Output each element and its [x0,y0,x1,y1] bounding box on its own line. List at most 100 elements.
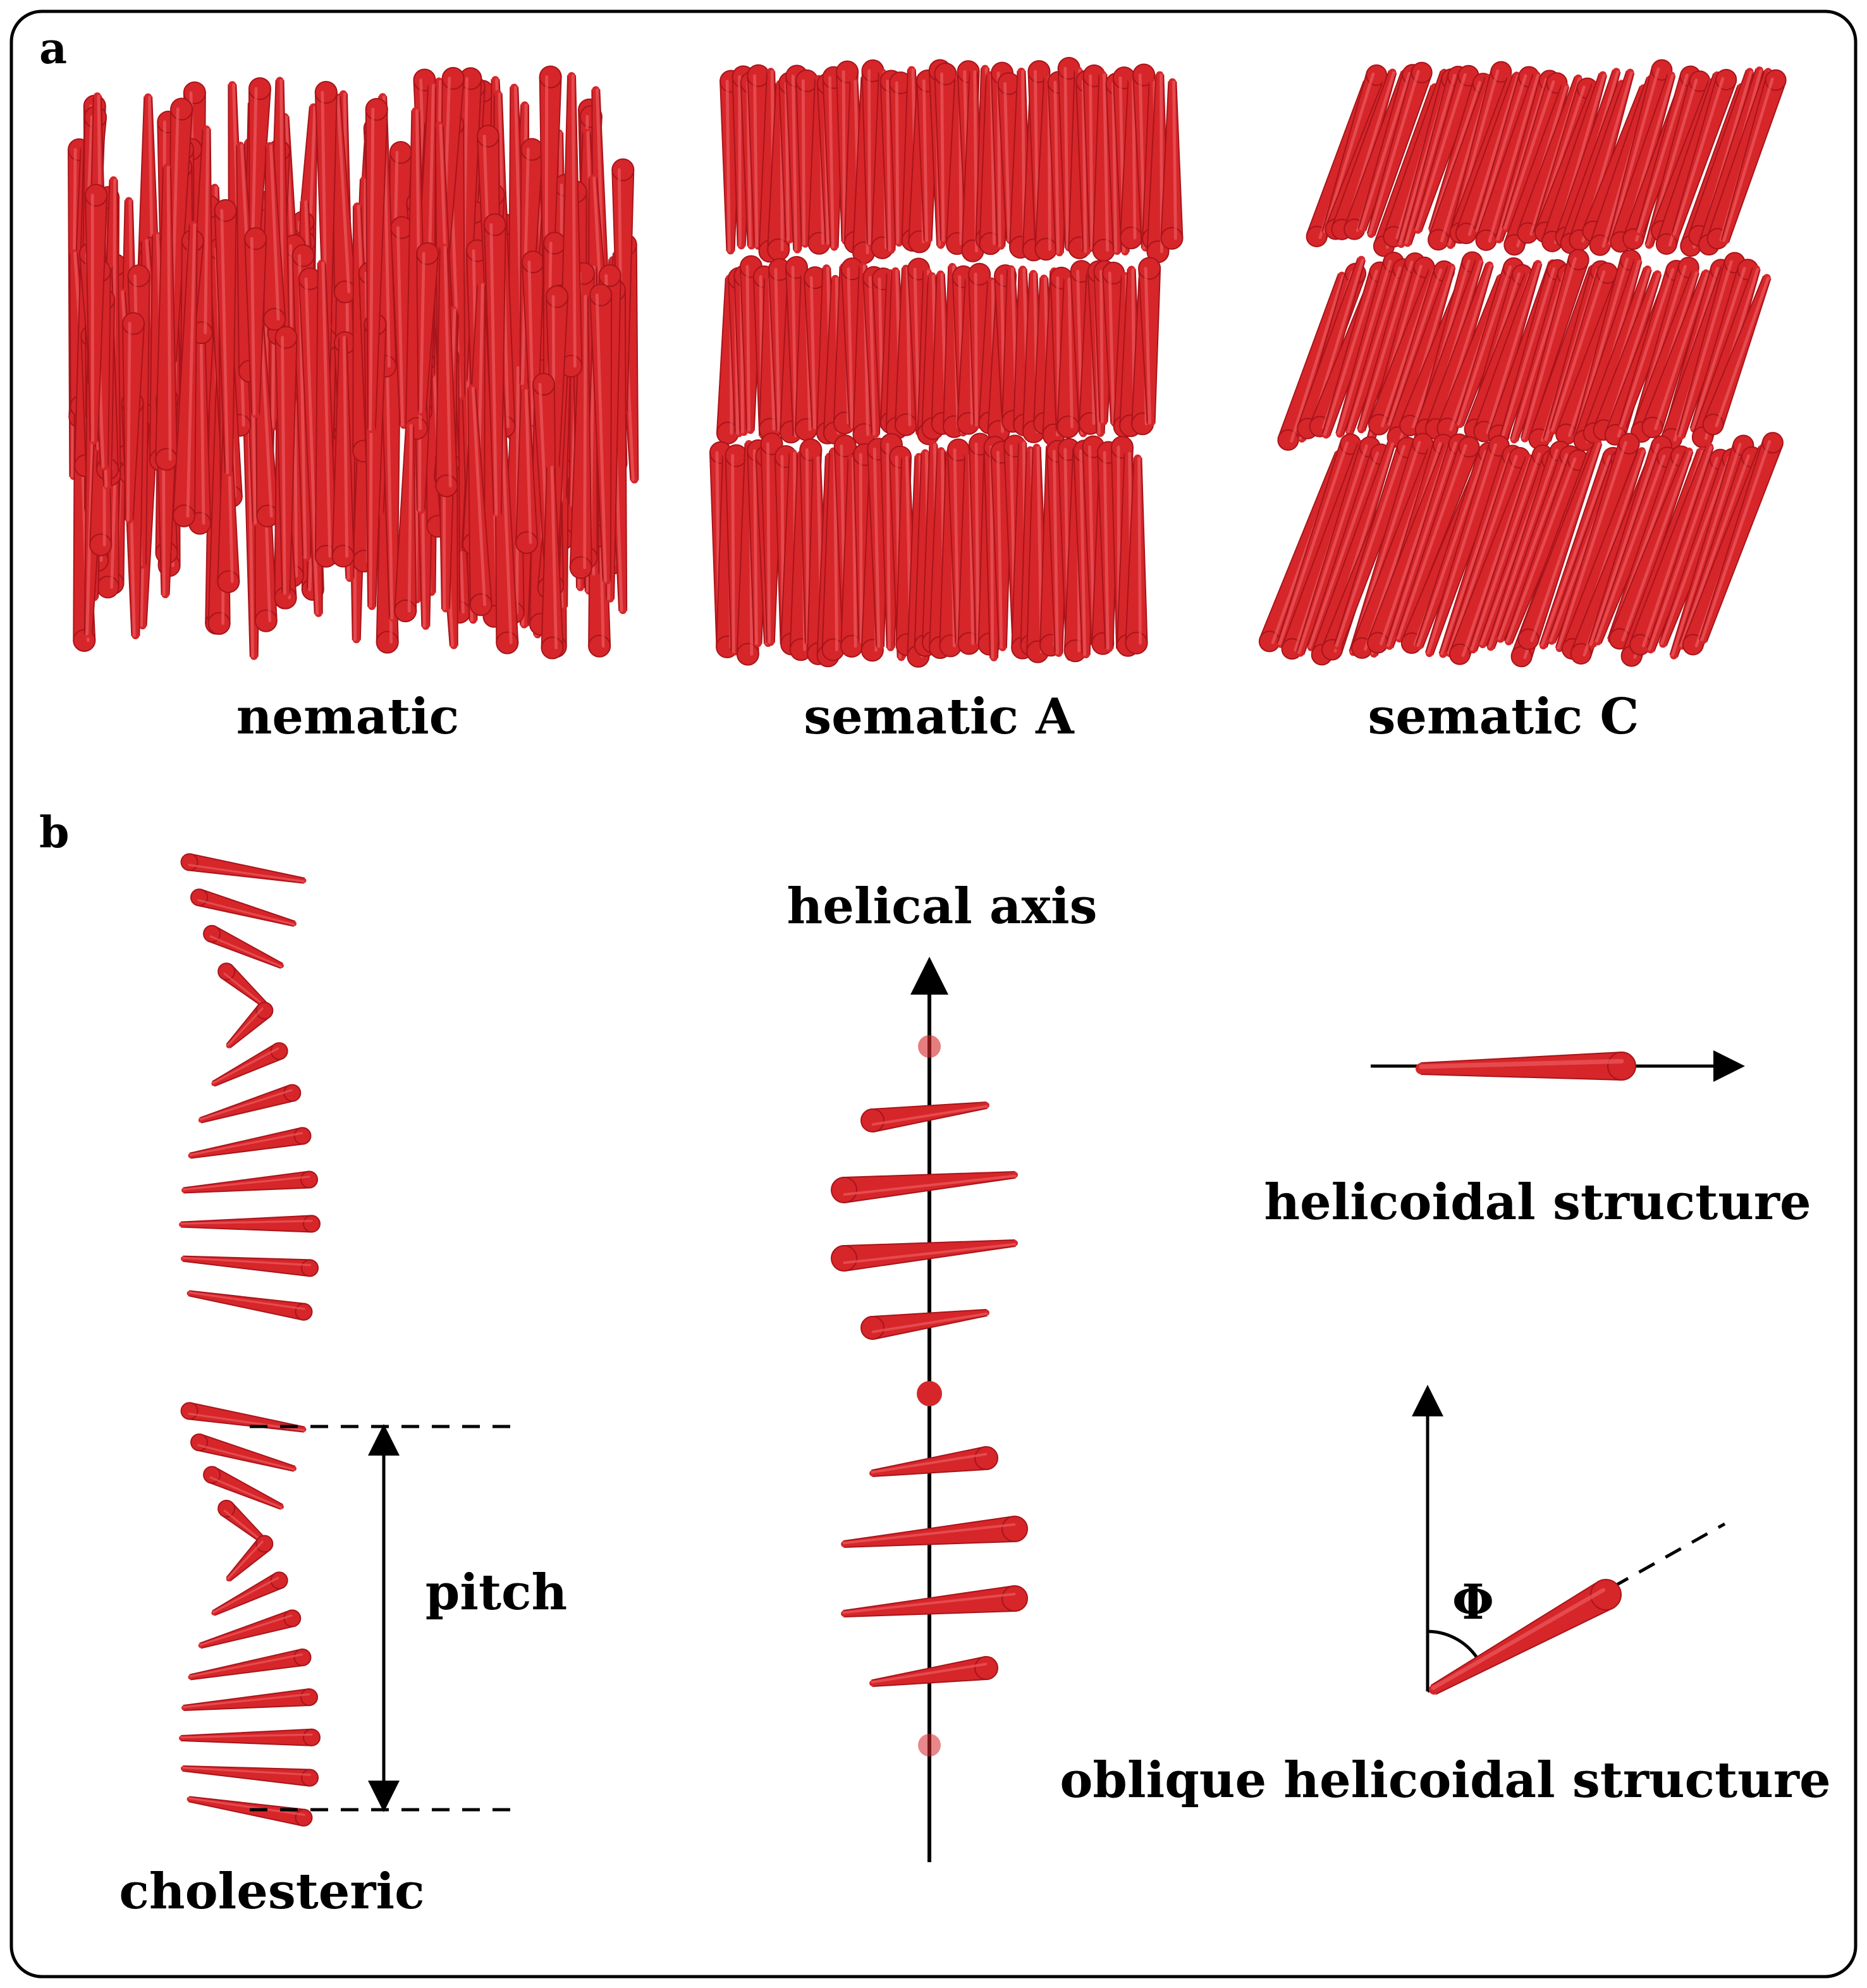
smectic-c-rod [1699,432,1784,644]
nematic-rod [314,81,338,330]
label-oblique-helicoidal-structure: oblique helicoidal structure [1060,1752,1830,1809]
helix-rod [831,1170,1018,1204]
helix-rod-end-on [917,1381,942,1406]
cholesteric-rod [203,924,284,969]
smectic-a-rod [1138,257,1161,427]
smectic-c-rod [1395,436,1480,643]
smectic-a-rod [725,444,748,656]
smectic-a-rod [1092,71,1115,262]
cholesteric-rod [179,1215,321,1233]
panel-label-b: b [39,807,70,858]
nematic-rod [541,463,564,660]
cholesteric-rod [211,1571,288,1616]
smectic-a-rod [1125,454,1148,654]
smectic-a-phase-rods [709,57,1184,668]
label-phi: Φ [1452,1574,1494,1630]
smectic-c-rod [1475,71,1541,251]
nematic-rod [263,142,286,331]
cholesteric-rod [198,1609,302,1649]
cholesteric-rod [187,1796,313,1827]
panel-label-a: a [39,23,67,74]
nematic-rod [331,333,355,568]
cholesteric-rod [203,1466,284,1510]
nematic-rod [365,97,388,434]
nematic-rod [214,199,237,477]
smectic-c-rod [1720,69,1787,245]
helical-axis-rods [831,1035,1028,1757]
nematic-rod [155,163,178,471]
smectic-c-rod [1455,71,1521,245]
cholesteric-rod [180,1255,319,1277]
helix-rod [869,1655,998,1688]
smectic-a-rod [1160,78,1184,250]
smectic-c-rod [1671,68,1737,238]
nematic-rod [589,283,613,585]
label-helical-axis: helical axis [787,878,1097,935]
smectic-c-rod [1517,439,1603,650]
nematic-rod [172,221,198,527]
smectic-c-rod [1608,447,1694,650]
helix-rod-end-on [918,1035,941,1058]
nematic-rod [467,384,493,617]
helix-rod [860,1101,989,1133]
cholesteric-rod [188,1127,312,1159]
cholesteric-rod [180,853,307,884]
cholesteric-rod [187,1290,313,1321]
helix-rod [841,1515,1028,1549]
cholesteric-rods [179,853,321,1827]
nematic-rod [394,422,417,623]
cholesteric-rod [188,1648,312,1681]
caption-nematic: nematic [236,688,460,746]
helix-rod [841,1585,1028,1618]
cholesteric-rod [190,888,297,927]
smectic-c-rod [1569,68,1635,251]
smectic-a-rod [934,62,957,244]
helicoidal-rod [1416,1051,1636,1081]
cholesteric-rod [190,1433,297,1472]
phi-angle-arc [1427,1629,1481,1663]
helix-rod [860,1308,989,1341]
smectic-c-rod [1629,443,1715,656]
cholesteric-rod [179,1728,321,1746]
nematic-rod [85,183,108,445]
smectic-c-rod [1428,74,1493,251]
label-pitch: pitch [425,1564,567,1621]
helix-rod [831,1239,1018,1272]
caption-smectic-c: sematic C [1368,688,1639,746]
cholesteric-rod [217,962,269,1009]
oblique-dashed-direction-line [1426,1522,1726,1693]
cholesteric-rod [226,1002,274,1048]
nematic-phase-rods [68,65,639,660]
nematic-rod [435,243,458,498]
label-helicoidal-structure: helicoidal structure [1264,1174,1811,1231]
nematic-rod [515,387,539,555]
cholesteric-rod [198,1084,302,1124]
nematic-rod [244,227,267,418]
label-cholesteric: cholesteric [119,1863,424,1920]
cholesteric-rod [181,1688,319,1712]
helix-rod-end-on [918,1734,941,1757]
caption-smectic-a: sematic A [804,688,1075,746]
cholesteric-rod [211,1042,288,1087]
nematic-rod [569,292,592,579]
cholesteric-rod [181,1170,319,1194]
nematic-rod [255,321,279,528]
smectic-a-rod [739,255,762,434]
smectic-a-rod [821,447,845,661]
nematic-rod [122,312,145,524]
helicoidal-director-rod [1416,1051,1636,1081]
nematic-rod [332,93,357,304]
smectic-c-rod [1424,435,1510,658]
nematic-rod [274,326,298,598]
oblique-director-rod [1429,1579,1622,1695]
cholesteric-rod [226,1535,274,1582]
smectic-c-rod [1366,61,1433,238]
nematic-rod [314,259,338,568]
smectic-a-rod [1056,275,1080,439]
smectic-c-rod [1520,248,1589,443]
helix-rod [869,1445,998,1478]
smectic-c-rod [1702,274,1772,436]
oblique-rod [1429,1579,1622,1695]
nematic-rod [416,242,439,416]
